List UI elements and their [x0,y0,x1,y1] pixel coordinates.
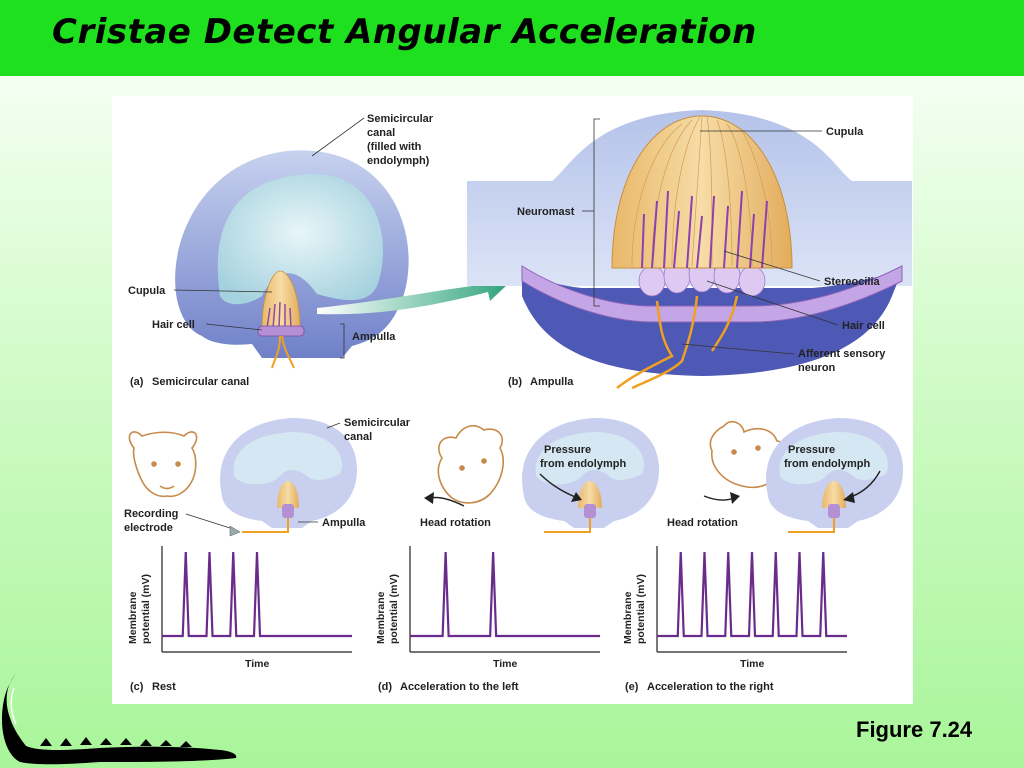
panel-e-right: Head rotation Pressure from endolymph [667,418,904,533]
panel-c-rest: Semicircular canal Recording electrode A… [124,417,411,537]
transition-arrow [317,274,510,315]
y-axis-label-2: potential (mV) [140,574,152,644]
caption-a: Semicircular canal [152,376,249,388]
animal-head-icon [128,431,198,498]
label-afferent-1: Afferent sensory [798,348,886,360]
label-head-rotation-d: Head rotation [420,517,491,529]
title-bar: Cristae Detect Angular Acceleration [0,0,1024,76]
label-semicircular-canal-c-1: Semicircular [344,417,411,429]
slide-title: Cristae Detect Angular Acceleration [52,12,757,52]
label-stereocilia: Stereocilia [824,276,881,288]
label-semicircular-canal-a-3: (filled with [367,141,422,153]
caption-2: Acceleration to the left [400,681,519,693]
label-head-rotation-e: Head rotation [667,517,738,529]
animal-head-tilted-left-icon [437,425,504,504]
figure-number: Figure 7.24 [856,717,973,742]
x-axis-label: Time [493,658,517,670]
label-semicircular-canal-a-1: Semicircular [367,113,434,125]
x-axis-label: Time [740,658,764,670]
caption-3: Acceleration to the right [647,681,774,693]
y-axis-label-2: potential (mV) [635,574,647,644]
label-ampulla-a: Ampulla [352,331,396,343]
label-semicircular-canal-a-4: endolymph) [367,155,430,167]
y-axis-label-1: Membrane [375,591,387,644]
label-neuromast: Neuromast [517,206,575,218]
label-pressure-d-2: from endolymph [540,458,626,470]
caption-b: Ampulla [530,376,574,388]
spike-trace [162,551,352,638]
label-cupula-a: Cupula [128,285,166,297]
label-pressure-e-2: from endolymph [784,458,870,470]
label-ampulla-c: Ampulla [322,517,366,529]
spike-trace [657,551,847,638]
label-recording-electrode-2: electrode [124,522,173,534]
caption-1: Rest [152,681,176,693]
label-pressure-e-1: Pressure [788,444,835,456]
spike-trace [410,551,600,638]
caption-letter-2: (d) [378,681,392,693]
y-axis-label-1: Membrane [127,591,139,644]
caption-a-letter: (a) [130,376,144,388]
label-hair-cell-a: Hair cell [152,319,195,331]
label-semicircular-canal-c-2: canal [344,431,372,443]
caption-b-letter: (b) [508,376,522,388]
figure-diagram: Semicircular canal (filled with endolymp… [124,110,912,693]
label-pressure-d-1: Pressure [544,444,591,456]
caption-letter-1: (c) [130,681,144,693]
label-hair-cell-b: Hair cell [842,320,885,332]
panel-b-ampulla: Cupula Neuromast Stereocilia Hair cell A… [467,110,912,390]
y-axis-label-1: Membrane [622,591,634,644]
x-axis-label: Time [245,658,269,670]
label-cupula-b: Cupula [826,126,864,138]
label-semicircular-canal-a-2: canal [367,127,395,139]
figure-panel: Semicircular canal (filled with endolymp… [112,96,913,704]
panel-d-left: Head rotation Pressure from endolymph [420,418,660,533]
crocodile-logo [2,674,237,765]
label-recording-electrode-1: Recording [124,508,178,520]
label-afferent-2: neuron [798,362,836,374]
caption-letter-3: (e) [625,681,639,693]
y-axis-label-2: potential (mV) [388,574,400,644]
panel-a-semicircular-canal: Semicircular canal (filled with endolymp… [128,113,434,388]
